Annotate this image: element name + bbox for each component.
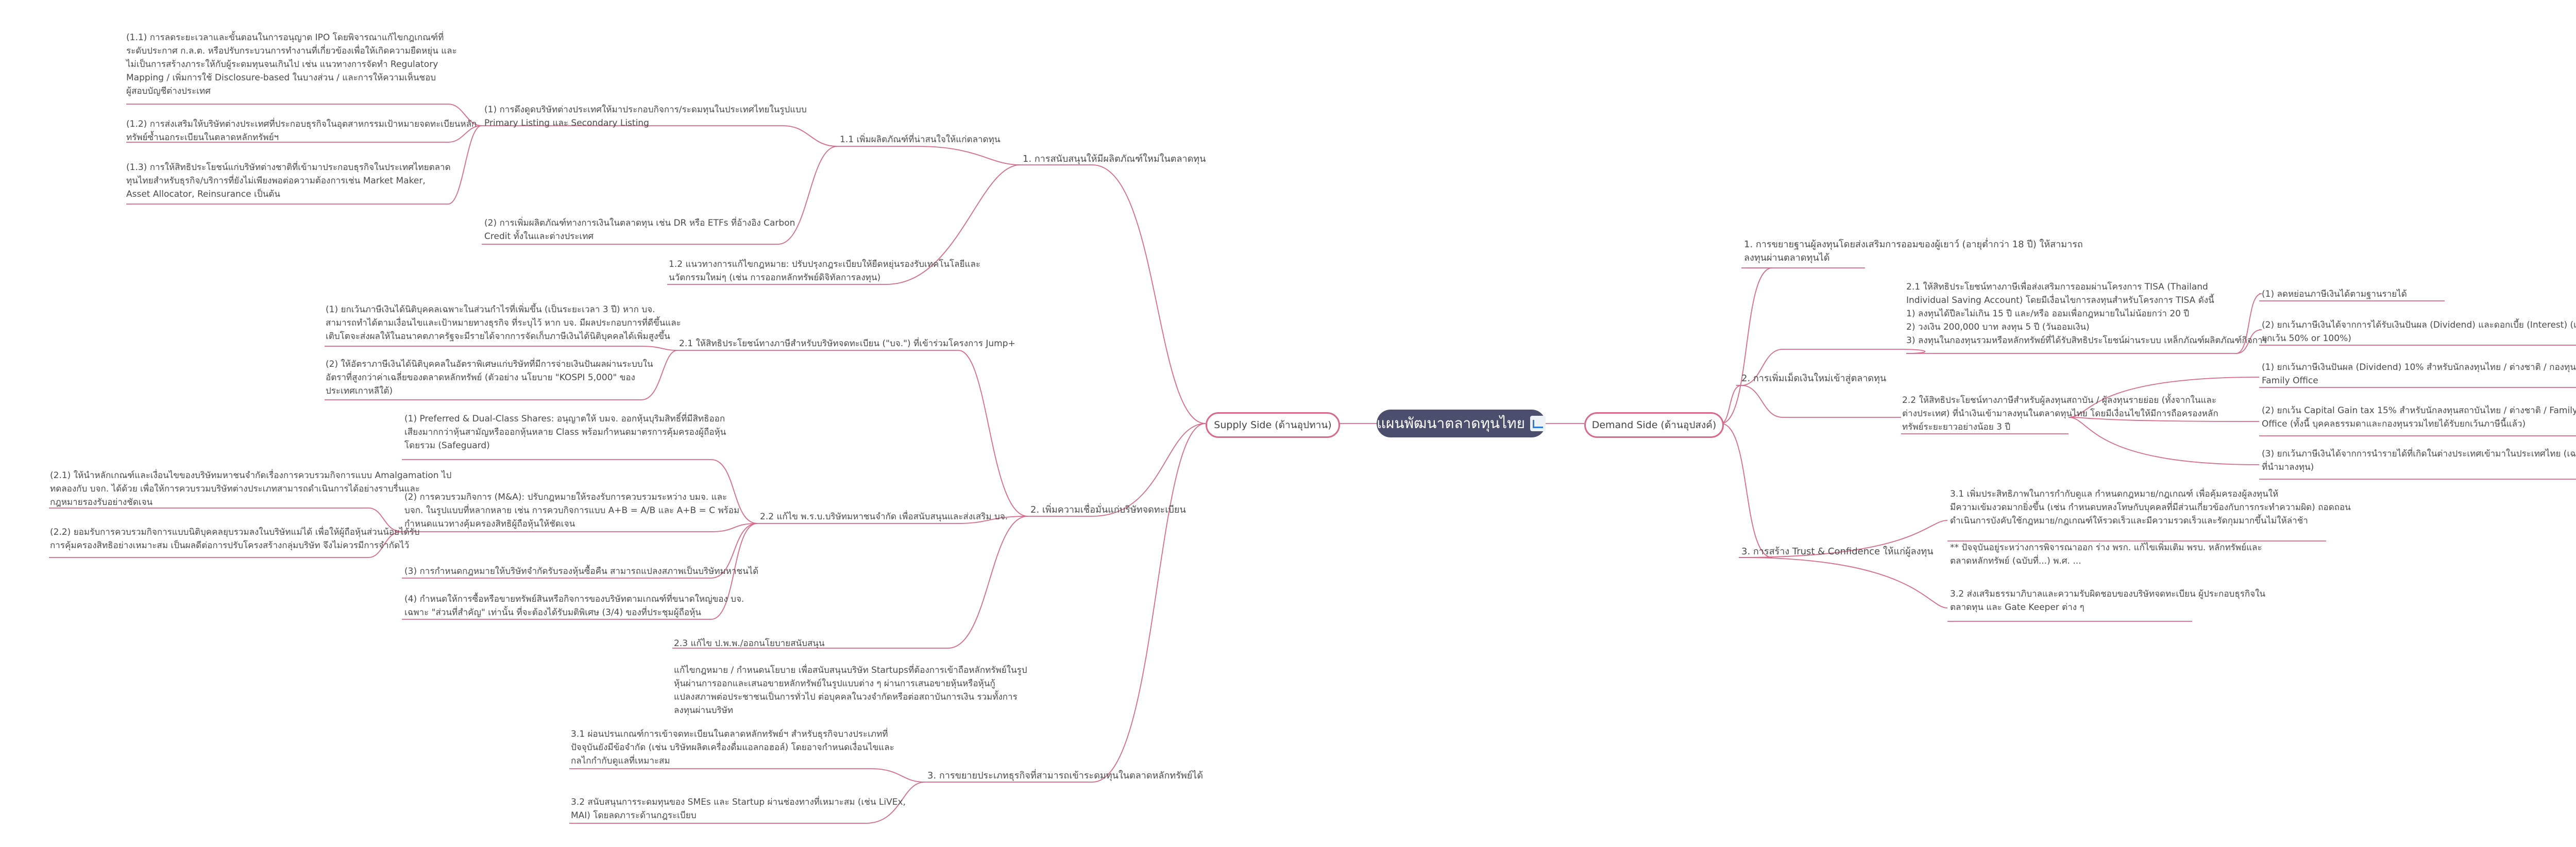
supply-side-node[interactable]: Supply Side (ด้านอุปทาน)	[1206, 412, 1340, 438]
edge-c1-d1	[126, 104, 482, 126]
edge-b2-b22	[757, 516, 1028, 524]
supply-b32-node[interactable]: 3.2 สนับสนุนการระดมทุนของ SMEs และ Start…	[571, 797, 906, 821]
edge-d2-b22	[1741, 385, 1901, 418]
demand-b21-node[interactable]: 2.1 ให้สิทธิประโยชน์ทางภาษีเพื่อส่งเสริม…	[1906, 282, 2267, 346]
edge-b3-b31	[569, 768, 925, 783]
edge-db21-c1	[2235, 293, 2262, 354]
supply-b22-d1-node[interactable]: (2.1) ให้นำหลักเกณฑ์และเงื่อนไขของบริษัท…	[50, 470, 452, 507]
demand-b21-c2-node[interactable]: (2) ยกเว้นภาษีเงินได้จากการได้รับเงินปัน…	[2262, 320, 2576, 344]
edge-b1-b12	[667, 164, 1021, 285]
supply-b23-node[interactable]: 2.3 แก้ไข ป.พ.พ./ออกนโยบายสนับสนุน แก้ไข…	[674, 638, 1027, 716]
supply-b22-c3-node[interactable]: (3) การกำหนดกฎหมายให้บริษัทจำกัดรับรองหุ…	[404, 566, 759, 577]
edge-d2-b21	[1741, 349, 1901, 386]
demand-side-label: Demand Side (ด้านอุปสงค์)	[1591, 419, 1717, 431]
edge-b11-c1	[482, 125, 838, 147]
supply-b22-node[interactable]: 2.2 แก้ไข พ.ร.บ.บริษัทมหาชนจำกัด เพื่อสน…	[760, 512, 1008, 522]
edge-db22-c1	[2068, 377, 2260, 418]
supply-b21-node[interactable]: 2.1 ให้สิทธิประโยชน์ทางภาษีสำหรับบริษัทจ…	[679, 338, 1015, 349]
edge-demand-b1	[1720, 267, 1773, 424]
demand-b22-c2-node[interactable]: (2) ยกเว้น Capital Gain tax 15% สำหรับนั…	[2262, 405, 2576, 429]
supply-b11-d3-node[interactable]: (1.3) การให้สิทธิประโยชน์แก่บริษัทต่างชา…	[126, 162, 451, 199]
edge-supply-b1	[1020, 164, 1206, 424]
demand-side-node[interactable]: Demand Side (ด้านอุปสงค์)	[1584, 412, 1724, 438]
edge-supply-b2	[1028, 423, 1206, 517]
edge-c1-d2	[126, 125, 482, 143]
edge-d3-b32	[1738, 557, 1948, 608]
demand-b22-c3-node[interactable]: (3) ยกเว้นภาษีเงินได้จากการนำรายได้ที่เก…	[2262, 449, 2576, 472]
supply-b22-d2-node[interactable]: (2.2) ยอมรับการควบรวมกิจการแบบนิติบุคคลย…	[50, 527, 420, 551]
edge-b22-c1	[402, 459, 758, 524]
demand-b22-node[interactable]: 2.2 ให้สิทธิประโยชน์ทางภาษีสำหรับผู้ลงทุ…	[1902, 395, 2218, 432]
chart-increasing-icon	[1530, 416, 1546, 431]
demand-b31-node[interactable]: 3.1 เพิ่มประสิทธิภาพในการกำกับดูแล กำหนด…	[1950, 489, 2351, 566]
edge-supply-b3	[925, 423, 1206, 783]
edge-b21-c2	[325, 350, 678, 400]
edge-b22-c3	[402, 523, 758, 579]
edge-db22-c2	[2068, 417, 2260, 422]
demand-b21-c1-node[interactable]: (1) ลดหย่อนภาษีเงินได้ตามฐานรายได้	[2262, 289, 2407, 299]
supply-b3-node[interactable]: 3. การขยายประเภทธุรกิจที่สามารถเข้าระดมท…	[927, 770, 1204, 781]
edge-c1-d3	[126, 125, 482, 205]
supply-b11-d2-node[interactable]: (1.2) การส่งเสริมให้บริษัทต่างประเทศที่ป…	[126, 119, 477, 143]
edge-demand-b2	[1720, 385, 1742, 424]
edge-b21-c1	[325, 346, 678, 351]
supply-b22-c2-node[interactable]: (2) การควบรวมกิจการ (M&A): ปรับกฎหมายให้…	[404, 492, 740, 529]
demand-b22-c1-text[interactable]: (1) ยกเว้นภาษีเงินปันผล (Dividend) 10% ส…	[2262, 362, 2576, 386]
edge-d3-b31	[1738, 520, 1948, 558]
edge-db21-c2	[2235, 329, 2262, 354]
edge-db21-line	[1901, 349, 1926, 354]
demand-b2-node[interactable]: 2. การเพิ่มเม็ดเงินใหม่เข้าสู่ตลาดทุน	[1741, 373, 1887, 384]
demand-b1-node[interactable]: 1. การขยายฐานผู้ลงทุนโดยส่งเสริมการออมขอ…	[1744, 239, 2083, 263]
supply-b21-c1-node[interactable]: (1) ยกเว้นภาษีเงินได้นิติบุคคลเฉพาะในส่ว…	[326, 304, 681, 342]
supply-b22-c1-node[interactable]: (1) Preferred & Dual-Class Shares: อนุญา…	[404, 414, 726, 451]
edge-c2-d1	[49, 507, 402, 532]
edge-b3-b32	[569, 782, 925, 824]
edge-c2-d2	[49, 531, 402, 558]
edge-b2-b21	[677, 350, 1028, 517]
edge-db22-c3	[2068, 417, 2260, 465]
supply-b11-c2-node[interactable]: (2) การเพิ่มผลิตภัณฑ์ทางการเงินในตลาดทุน…	[484, 218, 795, 242]
edge-demand-b3	[1720, 423, 1773, 558]
edge-b22-c4	[402, 523, 758, 620]
supply-b31-node[interactable]: 3.1 ผ่อนปรนเกณฑ์การเข้าจดทะเบียนในตลาดหล…	[571, 729, 894, 766]
supply-b11-d1-node[interactable]: (1.1) การลดระยะเวลาและขั้นตอนในการอนุญาต…	[126, 32, 457, 96]
edge-b22-c2	[402, 523, 758, 532]
demand-b32-node[interactable]: 3.2 ส่งเสริมธรรมาภิบาลและความรับผิดชอบขอ…	[1950, 589, 2266, 613]
supply-b11-node[interactable]: 1.1 เพิ่มผลิตภัณฑ์ที่น่าสนใจให้แก่ตลาดทุ…	[840, 134, 1001, 145]
supply-b22-c4-node[interactable]: (4) กำหนดให้การซื้อหรือขายทรัพย์สินหรือก…	[404, 594, 744, 618]
edge-b2-b23	[672, 516, 1028, 649]
supply-b2-node[interactable]: 2. เพิ่มความเชื่อมั่นแก่บริษัทจดทะเบียน	[1030, 504, 1186, 515]
demand-b3-node[interactable]: 3. การสร้าง Trust & Confidence ให้แก่ผู้…	[1741, 546, 1934, 557]
supply-side-label: Supply Side (ด้านอุปทาน)	[1214, 419, 1332, 431]
supply-b12-node[interactable]: 1.2 แนวทางการแก้ไขกฎหมาย: ปรับปรุงกฎระเบ…	[669, 259, 981, 283]
root-title: แผนพัฒนาตลาดทุนไทย	[1377, 415, 1525, 432]
supply-b11-c1-node[interactable]: (1) การดึงดูดบริษัทต่างประเทศให้มาประกอบ…	[484, 105, 807, 128]
root-node[interactable]: แผนพัฒนาตลาดทุนไทย	[1377, 410, 1546, 437]
edge-b11-c2	[482, 146, 838, 245]
supply-b1-node[interactable]: 1. การสนับสนุนให้มีผลิตภัณฑ์ใหม่ในตลาดทุ…	[1023, 154, 1206, 164]
supply-b21-c2-node[interactable]: (2) ให้อัตราภาษีเงินได้นิติบุคคลในอัตราพ…	[326, 359, 653, 396]
edge-b1-b11	[837, 146, 1021, 165]
